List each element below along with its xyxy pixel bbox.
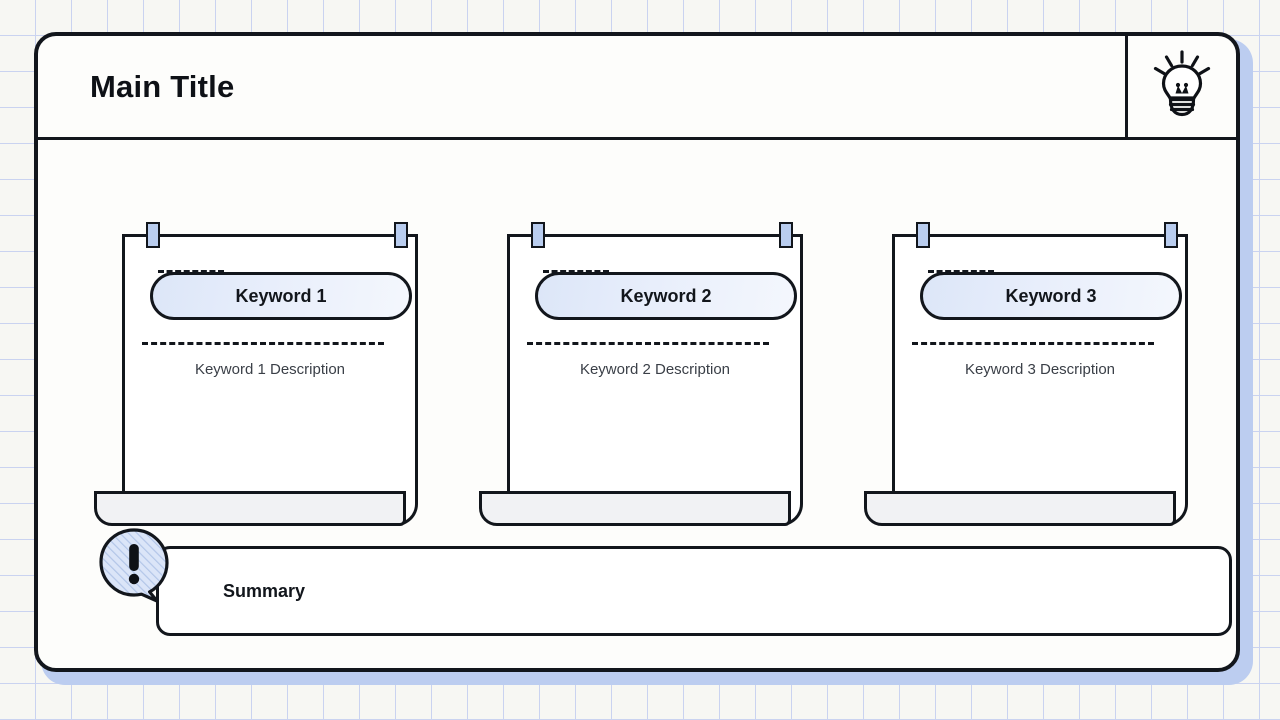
slide-frame: Main Title <box>34 32 1240 672</box>
keyword-pill-label: Keyword 2 <box>620 285 712 306</box>
summary-label: Summary <box>223 580 306 601</box>
keyword-card[interactable]: Keyword 3 Keyword 3 Description <box>864 196 1188 526</box>
header: Main Title <box>38 36 1236 140</box>
pill-dash-accent <box>928 270 994 280</box>
card-dashed-divider <box>142 342 384 345</box>
tape-clip-icon <box>394 222 408 248</box>
keyword-pill-label: Keyword 1 <box>235 285 327 306</box>
keyword-cards-row: Keyword 1 Keyword 1 Description Keyword … <box>94 196 1188 526</box>
keyword-pill[interactable]: Keyword 3 <box>920 272 1182 320</box>
keyword-card[interactable]: Keyword 1 Keyword 1 Description <box>94 196 418 526</box>
header-title-cell: Main Title <box>38 36 1125 137</box>
card-page-curl <box>479 491 791 526</box>
card-dashed-divider <box>912 342 1154 345</box>
pill-dash-accent <box>543 270 609 280</box>
keyword-card[interactable]: Keyword 2 Keyword 2 Description <box>479 196 803 526</box>
keyword-pill-label: Keyword 3 <box>1005 285 1097 306</box>
exclamation-speech-bubble-icon <box>97 528 173 604</box>
card-dashed-divider <box>527 342 769 345</box>
card-page-curl <box>864 491 1176 526</box>
card-page-curl <box>94 491 406 526</box>
card-description: Keyword 1 Description <box>194 361 346 378</box>
lightbulb-icon <box>1151 49 1213 124</box>
card-description: Keyword 3 Description <box>964 361 1116 378</box>
summary-box[interactable]: Summary <box>156 546 1232 636</box>
pill-dash-accent <box>158 270 224 280</box>
page-title: Main Title <box>90 68 235 104</box>
keyword-pill[interactable]: Keyword 1 <box>150 272 412 320</box>
card-description: Keyword 2 Description <box>579 361 731 378</box>
keyword-pill[interactable]: Keyword 2 <box>535 272 797 320</box>
tape-clip-icon <box>779 222 793 248</box>
tape-clip-icon <box>1164 222 1178 248</box>
tape-clip-icon <box>531 222 545 248</box>
tape-clip-icon <box>916 222 930 248</box>
tape-clip-icon <box>146 222 160 248</box>
header-icon-cell <box>1125 36 1236 137</box>
